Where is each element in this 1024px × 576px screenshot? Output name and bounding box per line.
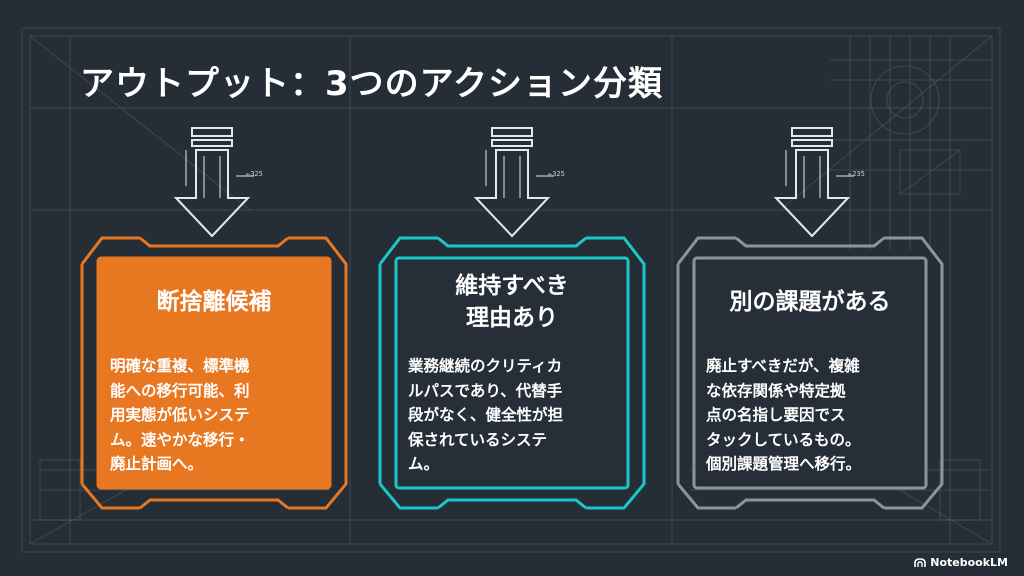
page-title: アウトプット：3つのアクション分類 (80, 64, 663, 104)
dimension-label: ←325 (246, 170, 263, 178)
card-frame (378, 236, 646, 510)
card-heading: 維持すべき 理由あり (455, 273, 569, 331)
card-heading: 断捨離候補 (156, 289, 272, 315)
card-description: 明確な重複、標準機 能への移行可能、利 用実態が低いシステ ム。速やかな移行・ … (110, 357, 250, 473)
notebooklm-logo-icon (914, 557, 927, 567)
watermark-text: NotebookLM (930, 556, 1008, 569)
category-card-other-issue: 別の課題がある 廃止すべきだが、複雑 な依存関係や特定拠 点の名指し要因でス タ… (676, 236, 944, 510)
down-arrow-icon (473, 127, 554, 238)
dimension-label: ←325 (548, 170, 565, 178)
down-arrow-icon (773, 127, 854, 238)
category-card-keep: 維持すべき 理由あり 業務継続のクリティカ ルパスであり、代替手 段がなく、健全… (378, 236, 646, 510)
card-description: 業務継続のクリティカ ルパスであり、代替手 段がなく、健全性が担 保されているシ… (408, 357, 564, 473)
card-frame (80, 236, 348, 510)
card-heading: 別の課題がある (729, 289, 891, 315)
notebooklm-watermark: NotebookLM (914, 556, 1008, 569)
card-description: 廃止すべきだが、複雑 な依存関係や特定拠 点の名指し要因でス タックしているもの… (706, 357, 862, 473)
dimension-label: ←235 (848, 170, 865, 178)
card-frame (676, 236, 944, 510)
down-arrow-icon (173, 127, 254, 238)
category-card-discard: 断捨離候補 明確な重複、標準機 能への移行可能、利 用実態が低いシステ ム。速や… (80, 236, 348, 510)
